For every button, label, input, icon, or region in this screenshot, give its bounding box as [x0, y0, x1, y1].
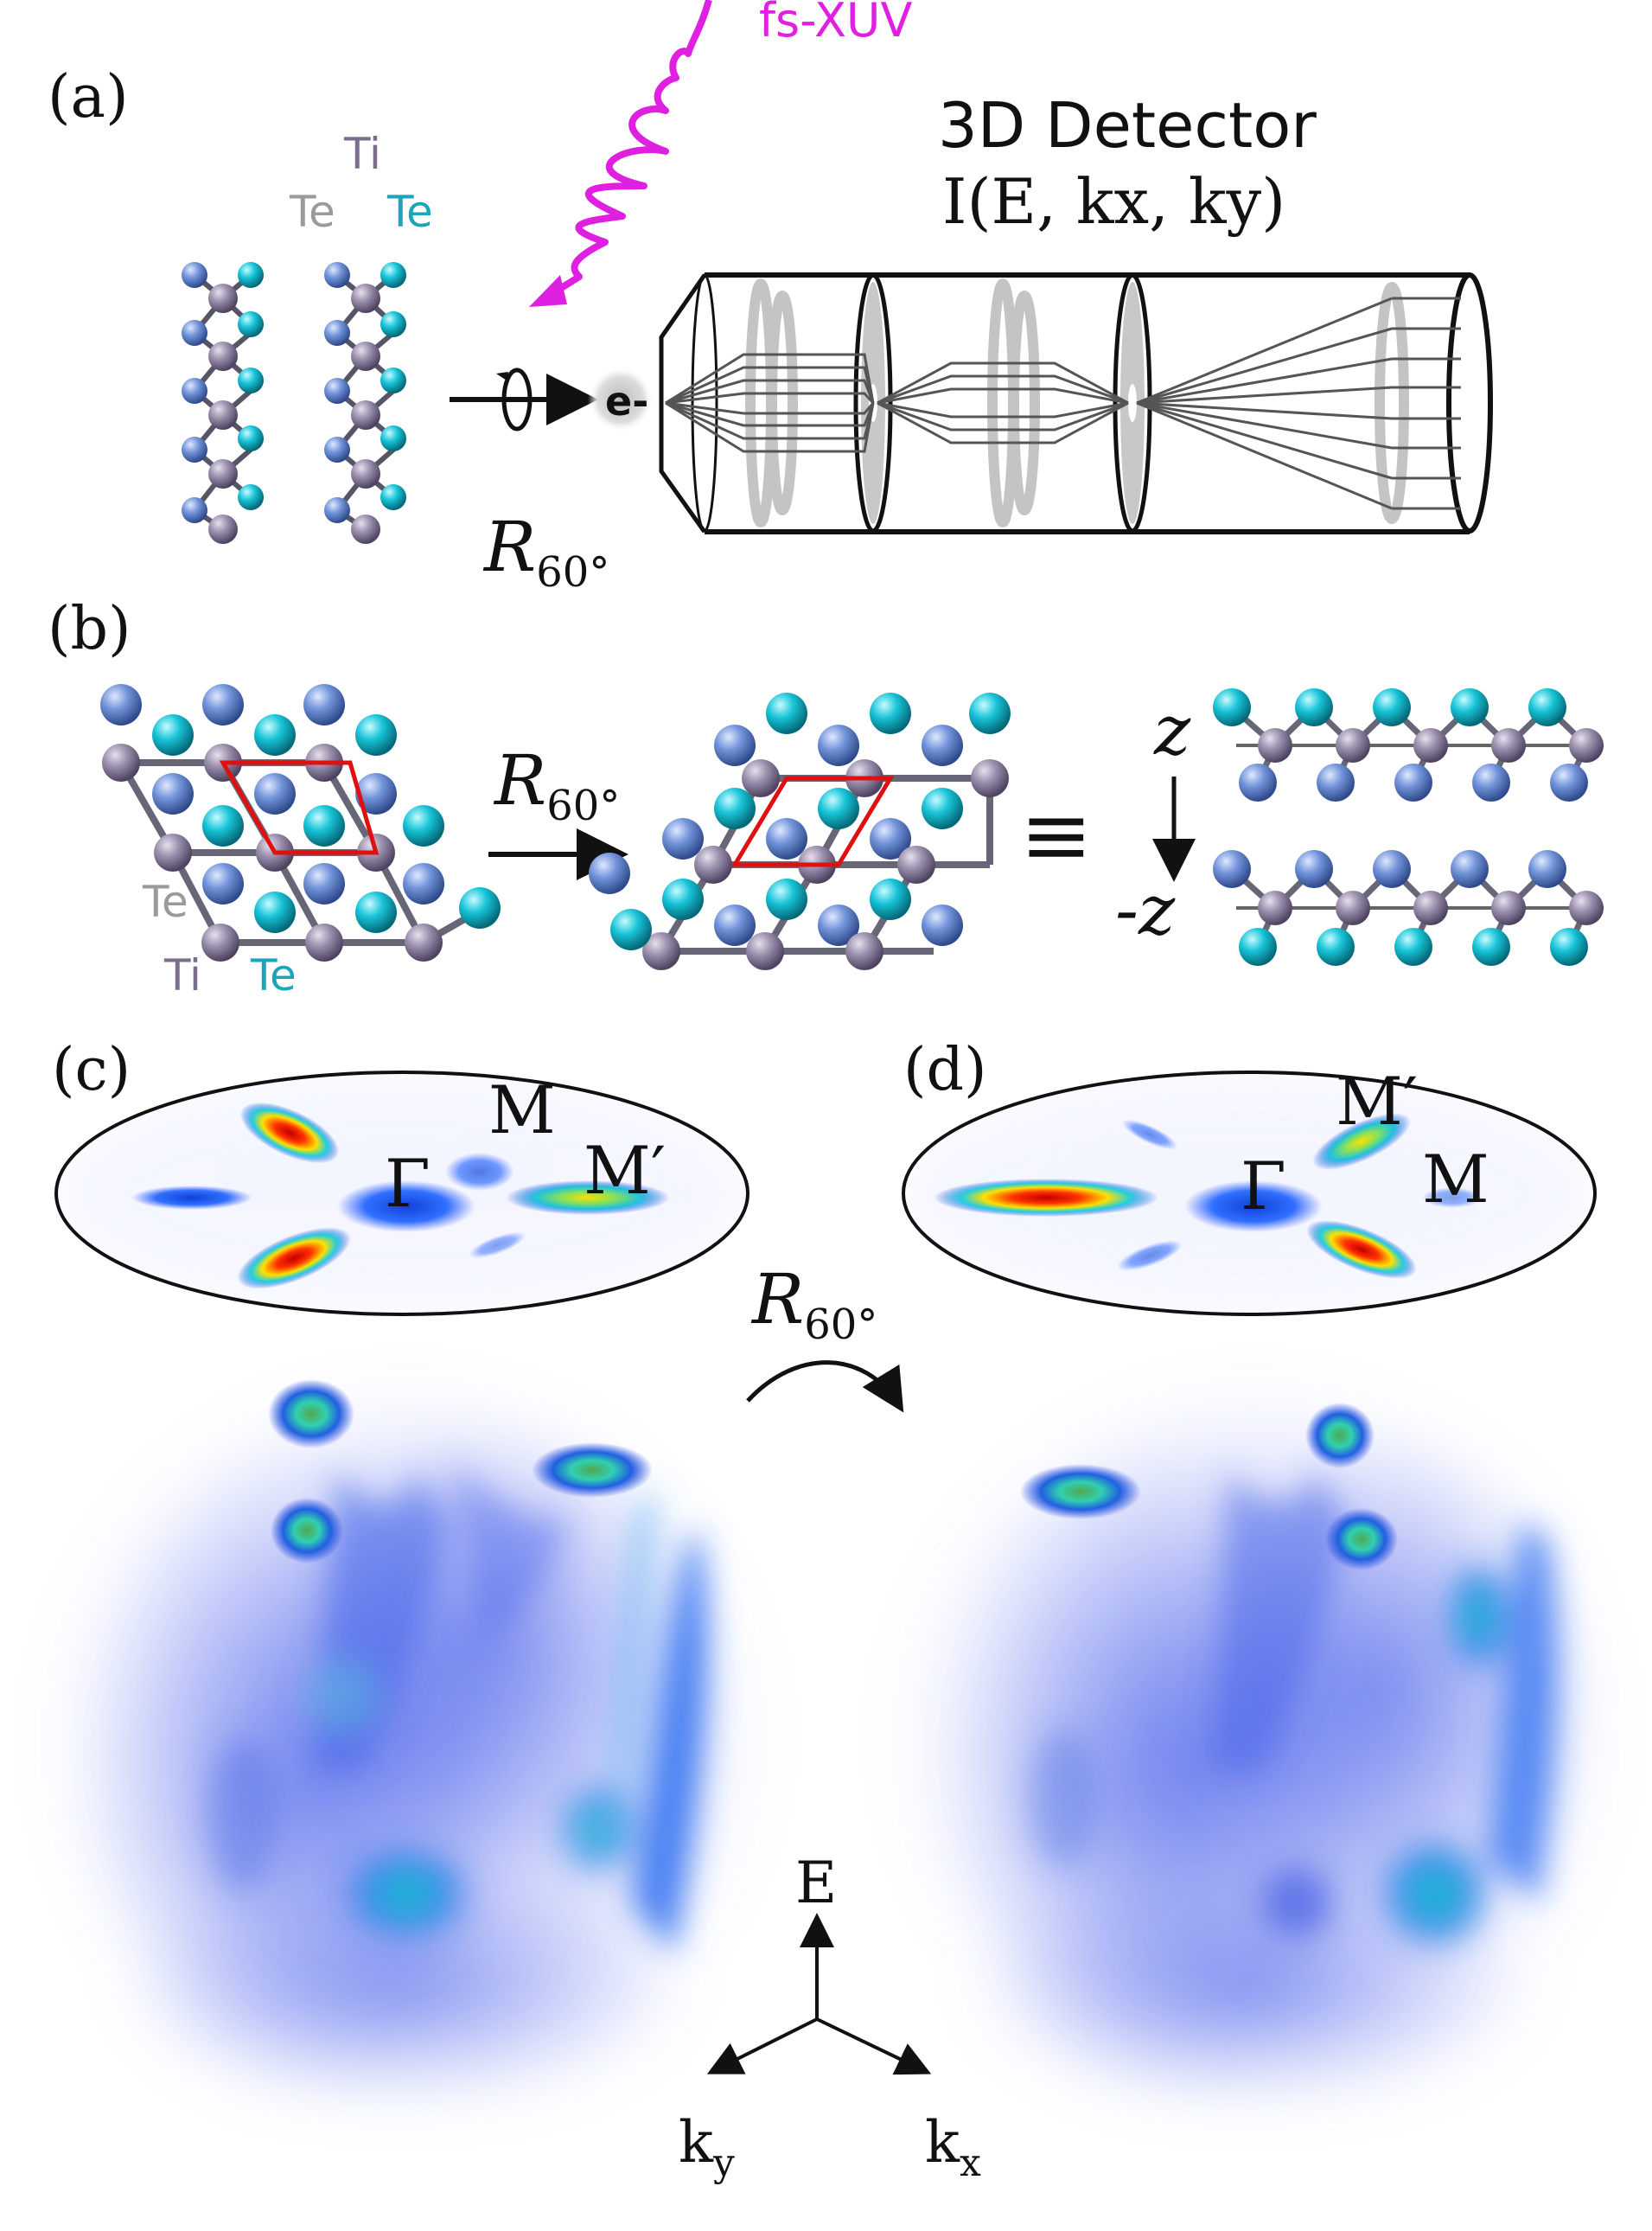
- panel-a: (a): [48, 0, 1493, 597]
- bz-label-mprime-right: M′: [1336, 1063, 1418, 1140]
- panel-c: (c) M M′ Γ: [43, 1036, 769, 2110]
- bz-label-gamma-left: Γ: [385, 1145, 431, 1222]
- bz-label-mprime-left: M′: [584, 1132, 666, 1209]
- energy-momentum-axes: E ky kx: [679, 1850, 981, 2185]
- top-view-lattice-right: [589, 693, 1011, 970]
- side-view-chain-right: [324, 262, 406, 544]
- electron-glow: [588, 367, 654, 432]
- side-view-slab-bottom: [1213, 850, 1604, 966]
- unit-cell-right: [730, 776, 895, 867]
- panel-d: (d) M′ M Γ R60°: [746, 1036, 1617, 2110]
- bz-map-left: [54, 1071, 749, 1316]
- xuv-label: fs-XUV: [759, 0, 912, 48]
- equivalence-symbol: ≡: [1020, 784, 1093, 885]
- spectral-volume-left: [43, 1375, 769, 2110]
- bz-map-right: [902, 1071, 1597, 1316]
- unit-cell-left: [219, 760, 380, 855]
- detector-formula: I(E, kx, ky): [942, 165, 1285, 238]
- rotation-label-b: R60°: [493, 740, 620, 830]
- bz-label-gamma-right: Γ: [1241, 1147, 1286, 1224]
- atom-label-ti-a: Ti: [343, 129, 381, 179]
- panel-b: (b) Te Ti Te R60°: [48, 595, 1604, 1000]
- atom-label-te-cyan-b: Te: [250, 950, 297, 1000]
- rotation-arrow-cd: [746, 1360, 904, 1413]
- atom-label-te-gray-b: Te: [142, 877, 188, 927]
- atom-label-ti-b: Ti: [163, 950, 201, 1000]
- z-label-bottom: -z: [1115, 870, 1176, 950]
- axis-label-e: E: [795, 1850, 837, 1916]
- rotation-arrow-a: [450, 368, 598, 431]
- detector-tube: [659, 272, 1493, 534]
- side-view-slab-top: [1213, 688, 1604, 802]
- panel-a-label: (a): [48, 63, 129, 131]
- spectral-volume-right: [890, 1375, 1617, 2110]
- panel-c-label: (c): [52, 1036, 131, 1104]
- rotation-label-cd: R60°: [750, 1259, 877, 1349]
- panel-b-label: (b): [48, 595, 131, 663]
- atom-label-te-cyan-a: Te: [386, 187, 433, 237]
- axis-label-ky: ky: [679, 2109, 735, 2185]
- top-view-lattice-left: [100, 684, 501, 962]
- side-view-chain-left: [182, 262, 264, 544]
- xuv-pulse: [529, 0, 712, 307]
- atom-label-te-gray-a: Te: [289, 187, 335, 237]
- bz-label-m-right: M: [1422, 1141, 1489, 1218]
- detector-title: 3D Detector: [938, 89, 1317, 162]
- electron-label: e-: [605, 378, 648, 425]
- panel-d-label: (d): [903, 1036, 987, 1104]
- axis-label-kx: kx: [925, 2109, 981, 2185]
- bz-label-m-left: M: [488, 1071, 556, 1148]
- rotation-label-a: R60°: [482, 507, 609, 597]
- z-label-top: z: [1153, 690, 1191, 770]
